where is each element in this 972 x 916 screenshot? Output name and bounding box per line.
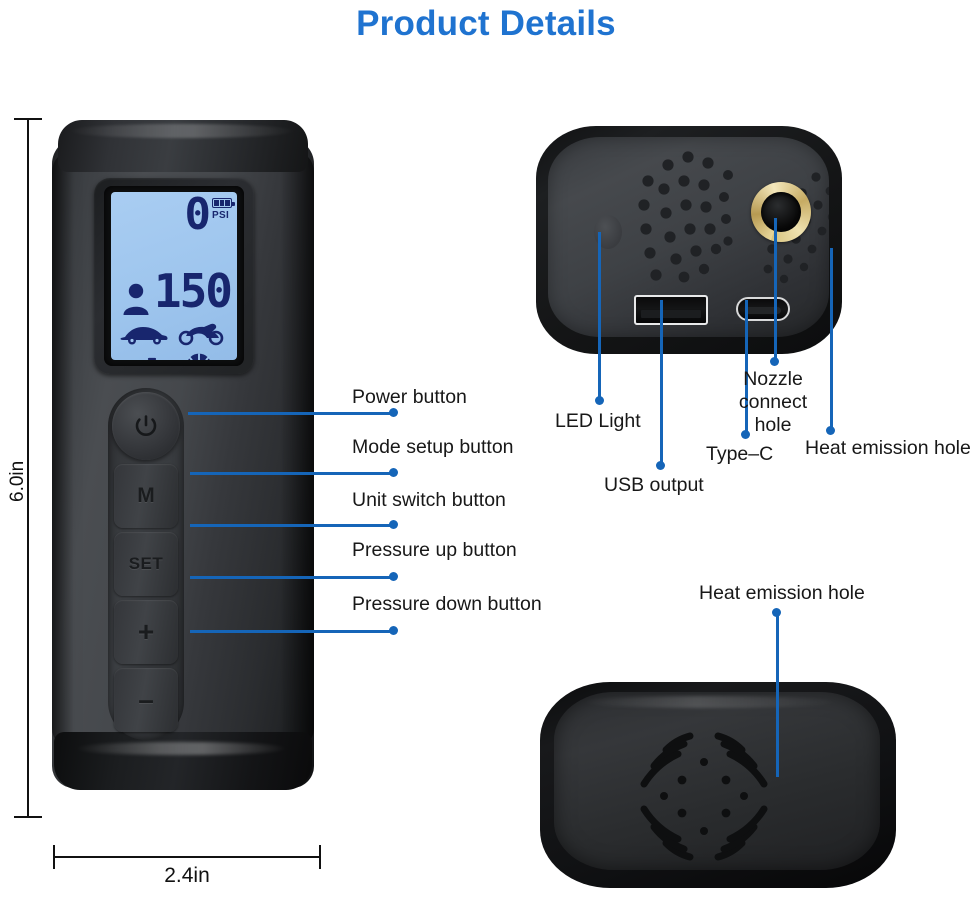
heat-emission-hole-fan-vents [640,732,768,861]
person-icon [123,283,149,315]
unit-switch-button[interactable]: SET [114,532,178,596]
leader-dot-mode-setup-button [389,468,398,477]
pressure-down-button[interactable]: – [114,668,178,732]
callout-unit-switch-button: Unit switch button [352,489,506,511]
leader-dot-heat-emission-hole-bottom [772,608,781,617]
callout-type-c: Type–C [706,443,774,465]
leader-line-mode-setup-button [190,472,393,475]
callout-nozzle-connect-hole: Nozzle connect hole [738,368,808,436]
page-title: Product Details [356,4,616,43]
car-icon [120,327,168,345]
leader-line-type-c [745,300,748,434]
callout-usb-output: USB output [604,474,704,496]
bottomcap-face [554,692,880,870]
leader-dot-pressure-down-button [389,626,398,635]
dimension-height-label: 6.0in [7,460,28,502]
leader-dot-pressure-up-button [389,572,398,581]
leader-dot-nozzle-connect-hole [770,357,779,366]
lcd-top-row: 0 PSI [184,192,235,240]
dimension-width-right-cap [319,845,321,869]
callout-power-button: Power button [352,386,467,408]
lcd-screen: 0 PSI 150 [111,192,237,360]
callout-mode-setup-button: Mode setup button [352,436,514,458]
pressure-up-button[interactable]: + [114,600,178,664]
pump-bottom-highlight [74,742,288,755]
pump-body-left-edge [52,150,74,750]
heat-emission-hole-center-vents [638,151,733,283]
pump-bottom-cap [54,732,312,790]
mode-setup-button[interactable]: M [114,464,178,528]
dimension-height-bottom-cap [14,816,42,818]
lcd-target-value: 150 [153,264,233,318]
callout-pressure-down-button: Pressure down button [352,593,542,615]
usb-c-tongue [745,307,781,314]
topcap-face [548,137,829,337]
power-button[interactable] [112,392,180,460]
usb-a-tongue [641,310,701,318]
power-icon [135,415,157,436]
usb-output-port [634,295,708,325]
lcd-unit-label: PSI [212,210,230,221]
pump-body-right-edge [280,150,314,750]
nozzle-bore [761,192,801,232]
nozzle-connect-hole [751,182,811,242]
leader-line-pressure-up-button [190,576,393,579]
bicycle-icon [147,357,157,360]
pump-top-cap [58,120,308,172]
dimension-width-label: 2.4in [164,864,210,887]
callout-heat-emission-hole-top: Heat emission hole [805,437,971,459]
leader-line-power-button [188,412,393,415]
leader-line-led-light [598,232,601,400]
bottomcap-highlight [580,696,840,708]
leader-dot-unit-switch-button [389,520,398,529]
pump-top-highlight [68,124,296,138]
leader-line-usb-output [660,300,663,465]
battery-icon [212,198,235,208]
leader-dot-led-light [595,396,604,405]
bottomcap-view [540,682,896,888]
pump-front-view: 0 PSI 150 [52,120,314,800]
dimension-height-line [27,118,29,818]
leader-line-heat-emission-hole-top [830,248,833,430]
callout-heat-emission-hole-bottom: Heat emission hole [699,582,865,604]
lcd-unit-stack: PSI [212,195,235,221]
leader-dot-type-c [741,430,750,439]
leader-dot-usb-output [656,461,665,470]
leader-line-pressure-down-button [190,630,393,633]
leader-dot-power-button [389,408,398,417]
leader-line-nozzle-connect-hole [774,218,777,361]
lcd-pressure-reading: 0 [184,192,211,240]
callout-led-light: LED Light [555,410,641,432]
leader-line-unit-switch-button [190,524,393,527]
leader-dot-heat-emission-hole-top [826,426,835,435]
basketball-icon [188,353,210,360]
topcap-view [536,126,842,354]
motorcycle-icon [178,323,224,346]
callout-pressure-up-button: Pressure up button [352,539,517,561]
dimension-width-line [53,856,321,858]
leader-line-heat-emission-hole-bottom [776,612,779,777]
